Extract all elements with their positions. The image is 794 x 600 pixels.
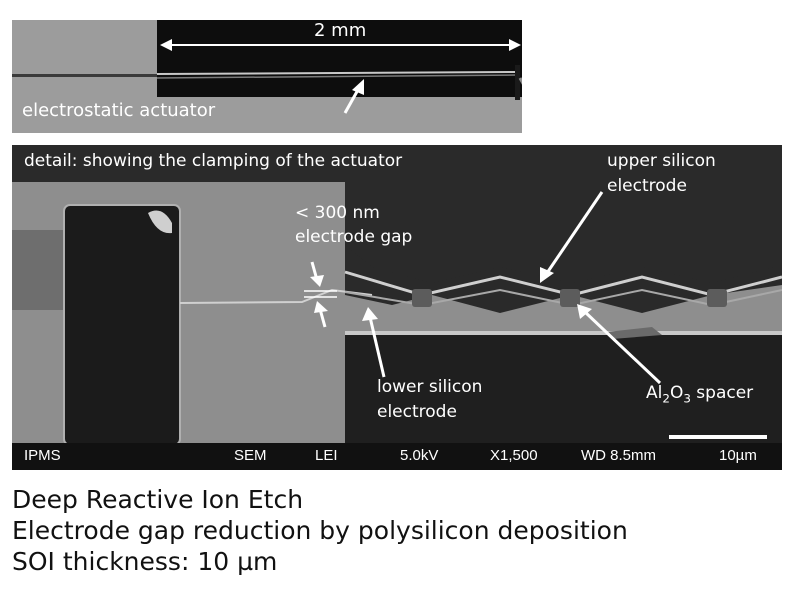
lower-electrode-line2: electrode (377, 402, 457, 422)
etched-trench (157, 20, 522, 97)
spacer-sub1: 2 (662, 391, 670, 406)
sem-databar (12, 443, 782, 470)
databar-voltage: 5.0kV (400, 447, 439, 464)
gap-label-line2: electrode gap (295, 227, 413, 247)
spacer-2 (560, 289, 580, 307)
spacer-mid: O (669, 383, 684, 403)
caption-line-3: SOI thickness: 10 µm (12, 547, 278, 576)
spacer-sub2: 3 (683, 391, 691, 406)
databar-institute: IPMS (24, 447, 61, 464)
overview-sem-image: 2 mm electrostatic actuator (12, 20, 522, 133)
anchor-pad (63, 204, 181, 446)
spacer-prefix: Al (646, 383, 663, 403)
databar-working-distance: WD 8.5mm (581, 447, 656, 464)
lower-electrode-dark (345, 333, 782, 445)
overview-sem-drawing (12, 20, 522, 133)
scale-label: 2 mm (314, 20, 367, 41)
actuator-beam (156, 71, 518, 75)
caption-line-2: Electrode gap reduction by polysilicon d… (12, 516, 628, 545)
detail-title: detail: showing the clamping of the actu… (24, 151, 403, 171)
gap-label-line1: < 300 nm (295, 203, 380, 223)
detail-sem-image: detail: showing the clamping of the actu… (12, 145, 782, 470)
databar-magnification: X1,500 (490, 447, 538, 464)
databar-scale: 10µm (719, 447, 757, 464)
caption-line-1: Deep Reactive Ion Etch (12, 485, 304, 514)
upper-electrode-line2: electrode (607, 176, 687, 196)
detail-sem-drawing (12, 145, 782, 470)
spacer-label: Al2O3 spacer (646, 383, 753, 405)
spacer-1 (412, 289, 432, 307)
lower-electrode-arrow (368, 316, 386, 378)
upper-electrode-line1: upper silicon (607, 151, 716, 171)
lower-electrode-line1: lower silicon (377, 377, 483, 397)
beam-arrow (343, 87, 361, 114)
spacer-arrow (583, 310, 662, 385)
caption-block: Deep Reactive Ion Etch Electrode gap red… (12, 484, 628, 577)
spacer-3 (707, 289, 727, 307)
databar-detector: LEI (315, 447, 338, 464)
databar-instrument: SEM (234, 447, 267, 464)
spacer-suffix: spacer (690, 383, 754, 403)
overview-caption: electrostatic actuator (22, 100, 216, 121)
upper-electrode-arrow (545, 191, 604, 274)
